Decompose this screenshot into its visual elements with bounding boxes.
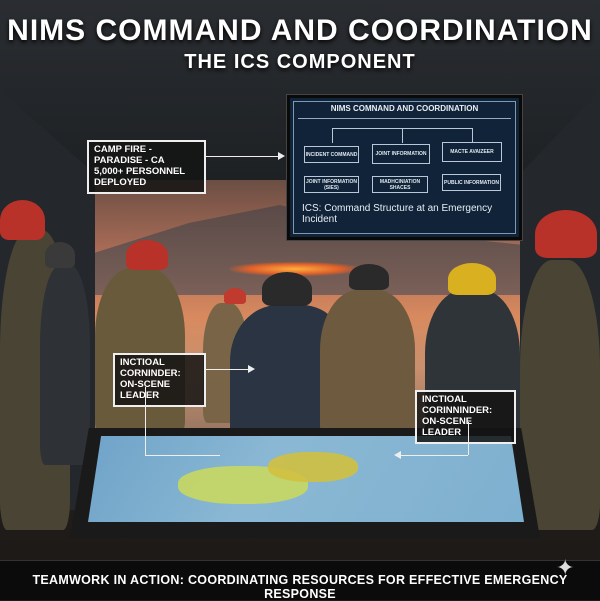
ics-monitor: NIMS COMNAND AND COORDINATION INCIDENT C… (286, 94, 523, 241)
org-connector (402, 128, 403, 143)
helmet-icon (535, 210, 597, 258)
callout-connector (145, 455, 220, 456)
org-node: MACTE AVAIZEER (442, 142, 502, 162)
commander-callout-right: INCTIOAL CORINNINDER: ON-SCENE LEADER (415, 390, 516, 444)
page-subtitle: THE ICS COMPONENT (184, 51, 416, 73)
callout-connector (206, 369, 250, 370)
arrow-icon (248, 365, 255, 373)
helmet-icon (224, 288, 246, 304)
firefighter (320, 290, 415, 440)
helmet-icon (262, 272, 312, 306)
callout-text: ON-SCENE LEADER (422, 415, 473, 438)
arrow-icon (394, 451, 401, 459)
callout-connector (400, 455, 468, 456)
map-zone (268, 452, 358, 482)
callout-text: CAMP FIRE - PARADISE - CA (94, 144, 165, 166)
monitor-frame (293, 101, 516, 234)
org-node: INCIDENT COMMAND (304, 146, 359, 163)
org-connector (332, 128, 333, 143)
firefighter (40, 265, 90, 465)
arrow-icon (278, 152, 285, 160)
helmet-icon (448, 263, 496, 295)
firefighter (520, 260, 600, 530)
callout-text: INCTIOAL CORINNINDER: (422, 394, 493, 416)
callout-connector (468, 422, 469, 455)
sparkle-icon: ✦ (556, 555, 575, 580)
helmet-icon (126, 240, 168, 270)
tactical-map (88, 436, 524, 522)
helmet-icon (45, 242, 75, 268)
commander-callout-left: INCTIOAL CORNINDER: ON-SCENE LEADER (113, 353, 206, 407)
monitor-title: NIMS COMNAND AND COORDINATION (330, 104, 479, 113)
org-node: JOINT INFORMATION (372, 144, 430, 164)
monitor-caption: ICS: Command Structure at an Emergency I… (302, 203, 493, 225)
helmet-icon (0, 200, 45, 240)
helmet-icon (349, 264, 389, 290)
footer-text: TEAMWORK IN ACTION: COORDINATING RESOURC… (32, 573, 568, 601)
org-node: MADHCINIATION SHACES (372, 176, 428, 193)
footer-banner (0, 560, 600, 600)
monitor-divider (298, 118, 511, 119)
org-node: PUBLIC INFORMATION (442, 174, 501, 191)
org-node: JOINT INFORMATION (SIES) (304, 176, 359, 193)
callout-text: INCTIOAL CORNINDER: (120, 357, 181, 379)
page-title: NIMS COMMAND AND COORDINATION (7, 14, 593, 47)
callout-text: DEPLOYED (94, 176, 147, 188)
org-connector (472, 128, 473, 143)
callout-text: 5,000+ PERSONNEL (94, 165, 186, 177)
callout-text: ON-SCENE LEADER (120, 378, 171, 401)
wildfire-glow (230, 262, 360, 276)
camp-fire-callout: CAMP FIRE - PARADISE - CA 5,000+ PERSONN… (87, 140, 206, 194)
callout-connector (145, 387, 146, 455)
callout-connector (206, 156, 278, 157)
